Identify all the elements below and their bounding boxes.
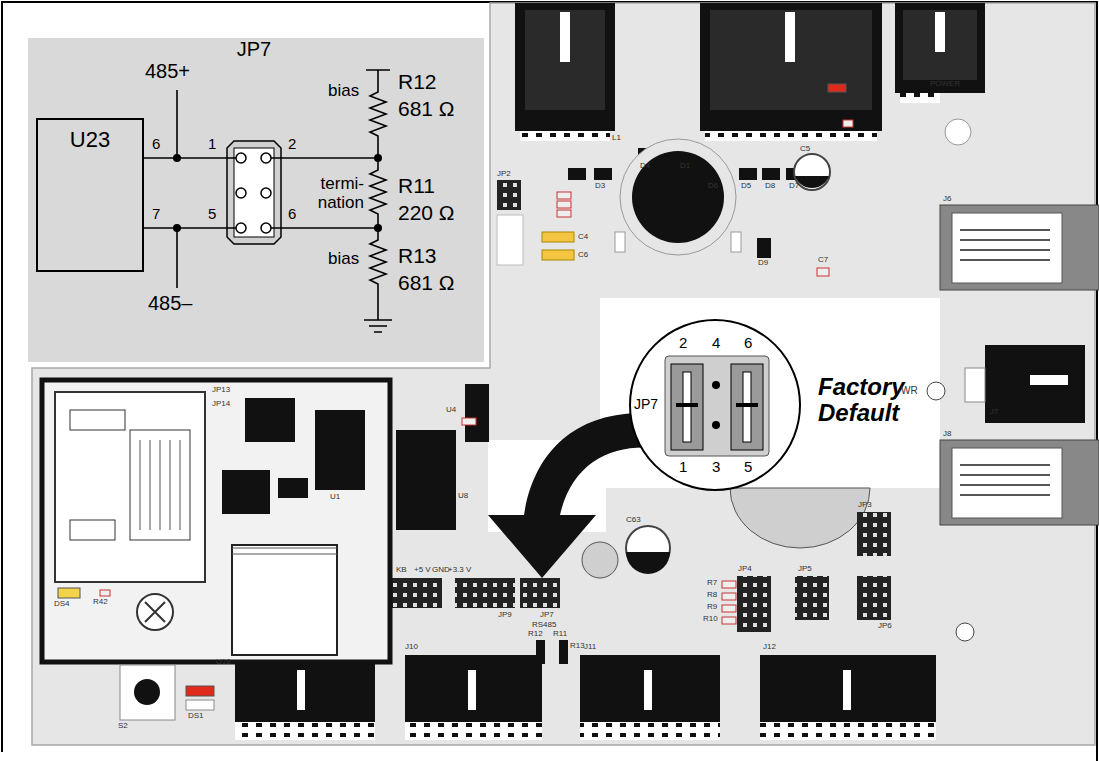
silkscreen-label: JP5: [798, 565, 812, 574]
schematic-label: R11: [398, 174, 435, 197]
header-outline: [226, 140, 282, 245]
schematic-label: bias: [328, 250, 359, 269]
schematic-label: 3: [712, 459, 720, 476]
silkscreen-label: J12: [763, 643, 776, 652]
silkscreen-label: JP14: [212, 400, 230, 409]
schematic-label: termi- nation: [300, 175, 364, 212]
silkscreen-label: C4: [578, 233, 588, 242]
schematic-label: 2: [288, 136, 296, 153]
silkscreen-label: U4: [446, 406, 456, 415]
wire: [144, 157, 226, 159]
silkscreen-label: C7: [818, 256, 828, 265]
schematic-label: bias: [328, 82, 359, 101]
silkscreen-label: S2: [118, 722, 128, 731]
schematic-label: 2: [679, 335, 687, 352]
silkscreen-label: KB: [396, 566, 407, 575]
silkscreen-label: GND: [432, 566, 450, 575]
silkscreen-label: R13: [570, 642, 585, 651]
schematic-label: 6: [152, 136, 160, 153]
schematic-label: JP7: [634, 397, 658, 412]
schematic-label: 681 Ω: [398, 97, 455, 120]
silkscreen-label: JP7: [540, 611, 554, 620]
silkscreen-label: U18: [216, 658, 231, 667]
silkscreen-label: D1: [680, 162, 690, 171]
silkscreen-label: JP6: [878, 622, 892, 631]
schematic-label: 6: [288, 206, 296, 223]
silkscreen-label: R9: [707, 603, 717, 612]
schematic-label: 5: [208, 206, 216, 223]
schematic-label: 681 Ω: [398, 271, 455, 294]
schematic-label: R12: [398, 70, 437, 93]
schematic-label: 7: [152, 206, 160, 223]
schematic-label: 485–: [148, 292, 193, 314]
silkscreen-label: D6: [708, 182, 718, 191]
silkscreen-label: R12: [528, 630, 543, 639]
silkscreen-label: DS1: [188, 712, 204, 721]
silkscreen-label: +5 V: [414, 566, 431, 575]
silkscreen-label: D5: [741, 182, 751, 191]
silkscreen-label: D4: [640, 162, 650, 171]
silkscreen-label: R10: [703, 615, 718, 624]
schematic-label: 485+: [145, 60, 190, 82]
silkscreen-label: J8: [943, 430, 951, 439]
silkscreen-label: J7: [990, 408, 998, 417]
jumper-header: JP7: [226, 38, 282, 245]
silkscreen-label: D7: [789, 182, 799, 191]
wire: [144, 227, 226, 229]
silkscreen-label: DS4: [54, 600, 70, 609]
silkscreen-label: JP9: [498, 611, 512, 620]
node-label: JP7: [226, 38, 282, 60]
silkscreen-label: D8: [765, 182, 775, 191]
silkscreen-label: D3: [595, 182, 605, 191]
silkscreen-label: JP3: [858, 501, 872, 510]
silkscreen-label: L1: [612, 134, 621, 143]
silkscreen-label: RS485: [532, 621, 556, 630]
node-label: U23: [38, 128, 142, 152]
schematic-label: 220 Ω: [398, 201, 455, 224]
silkscreen-label: WR: [901, 385, 918, 396]
schematic-label: 6: [744, 335, 752, 352]
schematic-label: R13: [398, 244, 437, 267]
silkscreen-label: U1: [330, 493, 340, 502]
silkscreen-label: JP4: [738, 565, 752, 574]
silkscreen-label: POWER: [930, 80, 960, 89]
silkscreen-label: R7: [707, 579, 717, 588]
silkscreen-label: JP2: [497, 170, 511, 179]
silkscreen-label: R42: [93, 598, 108, 607]
schematic-label: 4: [712, 335, 720, 352]
chip-box: U23: [36, 118, 144, 272]
silkscreen-label: J11: [584, 643, 596, 652]
silkscreen-label: J6: [943, 195, 951, 204]
silkscreen-label: U8: [458, 492, 468, 501]
silkscreen-label: R11: [553, 630, 567, 639]
silkscreen-label: R8: [707, 591, 717, 600]
silkscreen-label: C63: [626, 516, 641, 525]
schematic-label: 1: [679, 459, 687, 476]
silkscreen-label: JP13: [212, 386, 230, 395]
silkscreen-label: J10: [405, 643, 418, 652]
silkscreen-label: C6: [578, 251, 588, 260]
silkscreen-label: +3.3 V: [448, 566, 471, 575]
schematic-label: 5: [744, 459, 752, 476]
silkscreen-label: D9: [758, 259, 768, 268]
schematic-label: Factory Default: [818, 374, 930, 427]
schematic-label: 1: [208, 136, 216, 153]
silkscreen-label: C5: [800, 145, 810, 154]
